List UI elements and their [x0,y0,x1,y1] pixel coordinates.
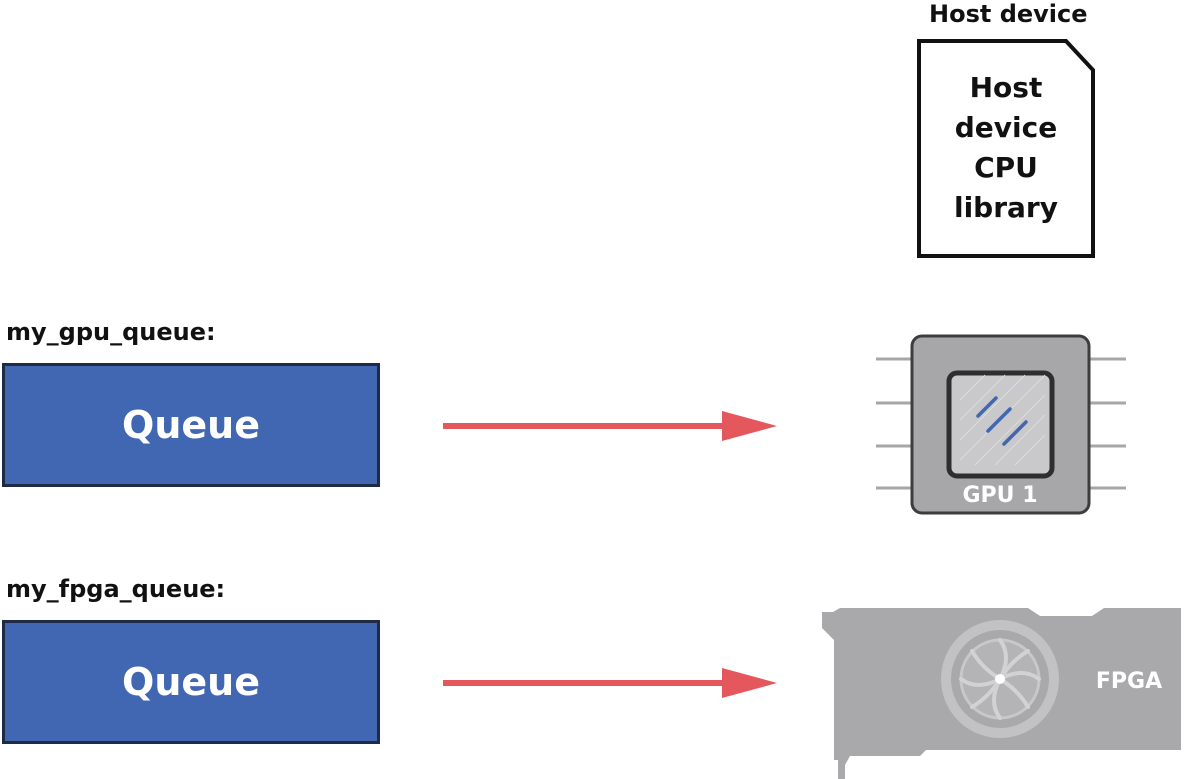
gpu-queue-label: my_gpu_queue: [6,318,216,346]
doc-line-2: device [955,111,1057,144]
gpu-queue-box-label: Queue [122,403,260,447]
doc-line-1: Host [970,71,1043,104]
fpga-card-icon: FPGA [822,608,1181,779]
gpu-arrow-icon [443,411,777,441]
fpga-queue-label: my_fpga_queue: [6,575,226,603]
fpga-queue-box: Queue [2,620,380,744]
fpga-arrow-icon [443,668,777,698]
gpu-chip-icon: GPU 1 [876,334,1126,515]
doc-line-3: CPU [974,151,1038,184]
fpga-queue-box-label: Queue [122,660,260,704]
gpu-label: GPU 1 [962,483,1037,508]
doc-line-4: library [954,191,1058,224]
gpu-queue-box: Queue [2,363,380,487]
host-device-title: Host device [929,0,1088,28]
fpga-label: FPGA [1096,669,1162,694]
document-icon: Host device CPU library [917,39,1095,258]
